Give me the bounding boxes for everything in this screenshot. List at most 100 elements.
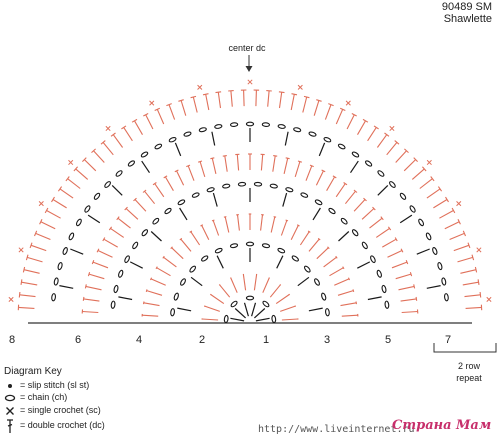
chain-stitch — [314, 278, 320, 286]
stitch-top-bar — [413, 157, 418, 162]
double-crochet-stitch — [163, 256, 177, 268]
double-crochet-post — [312, 207, 321, 221]
stitch-ring-6 — [81, 153, 419, 314]
stitch-top-bar — [131, 118, 138, 123]
double-crochet-stitch — [180, 238, 192, 252]
double-crochet-stitch — [219, 284, 231, 298]
chain-stitch — [389, 181, 396, 188]
stitch-top-bar — [363, 197, 367, 202]
double-crochet-stitch — [341, 314, 358, 317]
chain-stitch — [321, 292, 327, 301]
double-crochet-post — [129, 261, 143, 269]
double-crochet-stitch — [361, 208, 375, 220]
chain-stitch — [325, 308, 330, 317]
double-crochet-stitch — [290, 225, 299, 240]
stitch-top-bar — [186, 164, 191, 168]
chain-stitch — [308, 131, 317, 137]
stitch-top-bar — [222, 155, 227, 157]
stitch-top-bar — [342, 266, 345, 270]
stitch-top-bar — [477, 279, 480, 285]
chain-stitch — [376, 269, 382, 278]
stitch-top-bar — [353, 189, 358, 193]
double-crochet-stitch — [230, 90, 233, 107]
double-crochet-stitch — [187, 165, 195, 181]
double-crochet-stitch — [375, 227, 390, 238]
double-crochet-stitch — [391, 261, 408, 269]
double-crochet-post — [338, 231, 350, 242]
stitch-top-bar — [307, 230, 311, 233]
stitch-ring-4 — [141, 213, 359, 317]
double-crochet-post — [234, 308, 247, 319]
double-crochet-stitch — [386, 142, 398, 156]
double-crochet-stitch — [125, 208, 139, 220]
stitch-top-bar — [133, 197, 137, 202]
stitch-top-bar — [211, 219, 215, 222]
double-crochet-stitch — [335, 109, 344, 125]
double-crochet-post — [426, 285, 441, 289]
pattern-name: Shawlette — [443, 13, 492, 25]
stitch-top-bar — [155, 266, 158, 270]
stitch-top-bar — [87, 272, 91, 277]
stitch-top-bar — [179, 237, 183, 241]
double-crochet-post — [230, 317, 245, 322]
double-crochet-stitch — [387, 250, 403, 258]
double-crochet-stitch — [337, 290, 354, 296]
stitch-top-bar — [273, 216, 277, 218]
double-crochet-stitch — [315, 170, 324, 186]
double-crochet-stitch — [275, 294, 290, 305]
chain-stitch — [337, 143, 346, 150]
double-crochet-post — [318, 142, 326, 157]
chain-stitch — [384, 300, 390, 309]
chain-stitch — [152, 217, 160, 225]
chain-stitch — [189, 265, 197, 273]
double-crochet-stitch — [344, 190, 356, 205]
chain-stitch — [361, 241, 368, 250]
stitch-top-bar — [170, 246, 173, 249]
double-crochet-post — [284, 131, 289, 146]
stitch-top-bar — [437, 186, 443, 192]
stitch-top-bar — [285, 157, 290, 160]
chain-stitch — [229, 243, 239, 249]
double-crochet-stitch — [313, 100, 320, 116]
double-crochet-stitch — [272, 155, 276, 172]
double-crochet-stitch — [464, 294, 481, 298]
row-number-1: 1 — [262, 334, 270, 346]
double-crochet-stitch — [262, 277, 270, 293]
double-crochet-stitch — [164, 176, 174, 191]
row-number-5: 5 — [384, 334, 392, 346]
chain-stitch — [164, 207, 172, 215]
single-crochet-mark — [197, 84, 203, 90]
stitch-top-bar — [373, 125, 379, 130]
double-crochet-post — [308, 307, 323, 312]
stitch-ring-5 — [110, 181, 390, 309]
double-crochet-stitch — [134, 120, 143, 135]
double-crochet-stitch — [180, 100, 187, 116]
chain-stitch — [214, 124, 223, 129]
double-crochet-stitch — [283, 158, 289, 175]
row-number-8: 8 — [8, 334, 16, 346]
stitch-top-bar — [335, 255, 338, 259]
chain-stitch — [198, 127, 207, 133]
stitch-top-bar — [29, 242, 33, 249]
double-crochet-stitch — [270, 216, 276, 233]
pattern-code: 90489 SM — [441, 1, 492, 13]
stitch-top-bar — [317, 237, 321, 241]
single-crochet-mark — [105, 125, 111, 132]
chain-stitch — [418, 218, 425, 227]
double-crochet-stitch — [329, 267, 344, 277]
double-crochet-stitch — [171, 247, 184, 260]
stitch-top-bar — [467, 242, 471, 249]
double-crochet-stitch — [299, 231, 310, 246]
center-arrow-head — [245, 66, 253, 72]
chain-stitch — [154, 143, 163, 150]
chain-stitch — [399, 192, 407, 200]
double-crochet-stitch — [426, 188, 441, 199]
double-crochet-stitch — [242, 274, 247, 291]
double-crochet-stitch — [401, 310, 418, 314]
double-crochet-stitch — [267, 90, 270, 107]
double-crochet-stitch — [142, 314, 159, 317]
double-crochet-stitch — [382, 238, 397, 248]
stitch-top-bar — [372, 206, 376, 211]
double-crochet-stitch — [357, 120, 366, 135]
double-crochet-post — [251, 302, 257, 317]
